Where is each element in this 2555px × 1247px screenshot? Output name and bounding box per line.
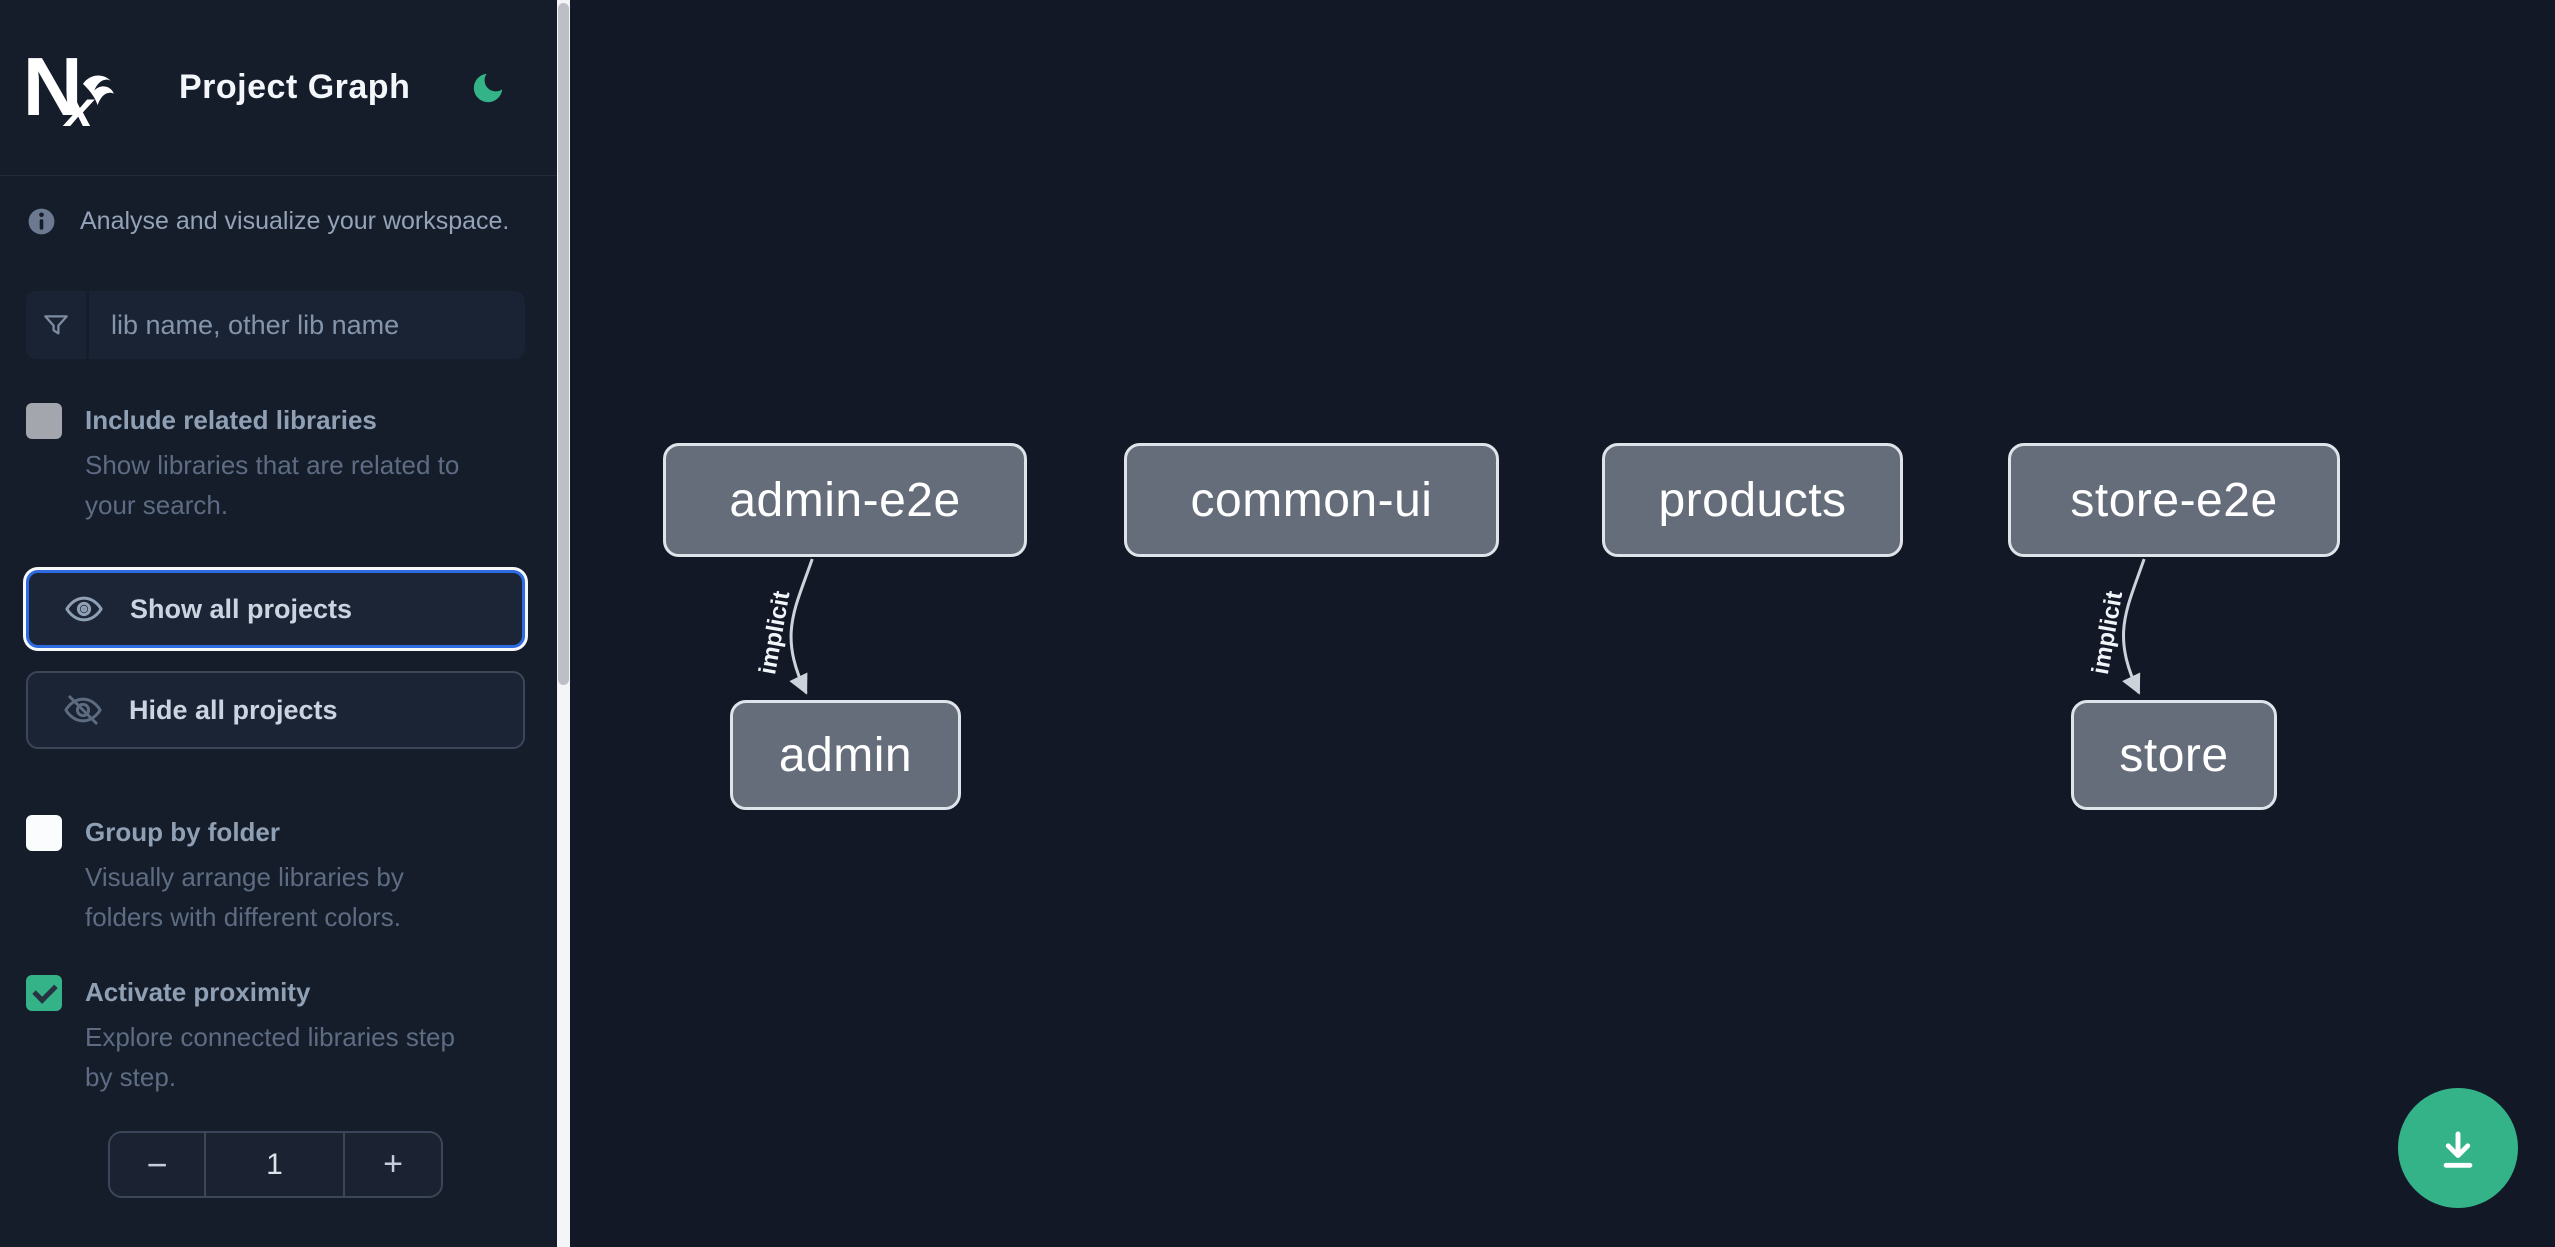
increment-button[interactable]: + bbox=[343, 1133, 441, 1196]
graph-node-admin-e2e[interactable]: admin-e2e bbox=[663, 443, 1027, 557]
sidebar: N x Project Graph bbox=[0, 0, 570, 1247]
proximity-depth-stepper: − 1 + bbox=[108, 1131, 443, 1198]
moon-icon bbox=[469, 69, 507, 107]
option-title: Activate proximity bbox=[85, 977, 311, 1007]
option-title: Group by folder bbox=[85, 817, 280, 847]
hide-all-projects-button[interactable]: Hide all projects bbox=[26, 671, 525, 749]
edge-label: implicit bbox=[2087, 589, 2128, 676]
graph-node-store[interactable]: store bbox=[2071, 700, 2277, 810]
option-description: Show libraries that are related to your … bbox=[85, 450, 460, 520]
checkbox-include-related[interactable] bbox=[26, 403, 62, 439]
search-bar bbox=[26, 291, 525, 359]
theme-toggle-button[interactable] bbox=[469, 69, 507, 107]
page-title: Project Graph bbox=[179, 68, 411, 106]
option-group-by-folder[interactable]: Group by folder Visually arrange librari… bbox=[26, 813, 531, 937]
nx-logo: N x bbox=[26, 48, 122, 128]
checkbox-group-by-folder[interactable] bbox=[26, 815, 62, 851]
checkbox-activate-proximity[interactable] bbox=[26, 975, 62, 1011]
eye-icon bbox=[63, 588, 105, 630]
graph-node-admin[interactable]: admin bbox=[730, 700, 961, 810]
graph-edges-layer: implicit implicit bbox=[751, 558, 2146, 695]
show-all-projects-button[interactable]: Show all projects bbox=[26, 570, 525, 648]
svg-text:N: N bbox=[26, 48, 83, 128]
download-icon bbox=[2432, 1122, 2484, 1174]
graph-canvas[interactable]: implicit implicit admin-e2e common-ui produ… bbox=[570, 0, 2555, 1247]
graph-edge bbox=[2122, 558, 2146, 695]
search-input[interactable] bbox=[89, 291, 525, 359]
info-icon bbox=[26, 206, 57, 237]
stepper-value: 1 bbox=[206, 1133, 343, 1196]
intro-row: Analyse and visualize your workspace. bbox=[26, 206, 531, 237]
option-activate-proximity[interactable]: Activate proximity Explore connected lib… bbox=[26, 973, 531, 1097]
decrement-button[interactable]: − bbox=[110, 1133, 206, 1196]
intro-text: Analyse and visualize your workspace. bbox=[80, 207, 510, 235]
eye-off-icon bbox=[62, 689, 104, 731]
edge-label: implicit bbox=[754, 589, 795, 676]
option-description: Explore connected libraries step by step… bbox=[85, 1022, 455, 1092]
option-include-related[interactable]: Include related libraries Show libraries… bbox=[26, 401, 531, 525]
option-title: Include related libraries bbox=[85, 405, 377, 435]
sidebar-header: N x Project Graph bbox=[0, 0, 557, 176]
graph-node-products[interactable]: products bbox=[1602, 443, 1903, 557]
button-label: Show all projects bbox=[130, 593, 353, 624]
option-description: Visually arrange libraries by folders wi… bbox=[85, 862, 404, 932]
scrollbar-thumb[interactable] bbox=[558, 3, 569, 685]
save-image-button[interactable] bbox=[2398, 1088, 2518, 1208]
filter-funnel-icon bbox=[26, 291, 86, 359]
graph-edge bbox=[789, 558, 814, 695]
sidebar-scrollbar[interactable] bbox=[557, 0, 570, 1247]
graph-node-store-e2e[interactable]: store-e2e bbox=[2008, 443, 2340, 557]
button-label: Hide all projects bbox=[129, 694, 338, 725]
graph-node-common-ui[interactable]: common-ui bbox=[1124, 443, 1499, 557]
